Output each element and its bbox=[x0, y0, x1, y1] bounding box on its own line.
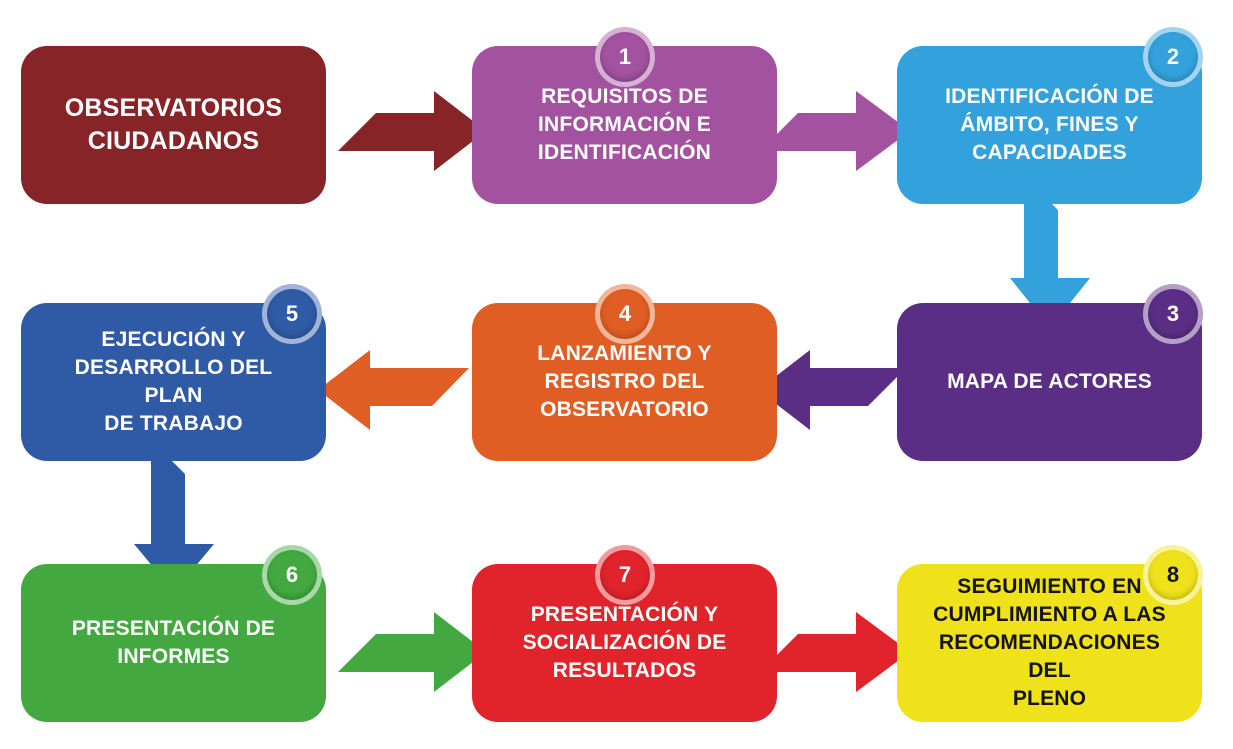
step-4-number: 4 bbox=[618, 301, 632, 326]
step-4-label: LANZAMIENTO Y REGISTRO DEL OBSERVATORIO bbox=[537, 342, 712, 421]
step-4-box: LANZAMIENTO Y REGISTRO DEL OBSERVATORIO bbox=[472, 303, 777, 461]
step-1-number-badge: 1 bbox=[595, 27, 655, 87]
step-7-label: PRESENTACIÓN Y SOCIALIZACIÓN DE RESULTAD… bbox=[522, 603, 727, 682]
step-5-label: EJECUCIÓN Y DESARROLLO DEL PLAN DE TRABA… bbox=[74, 328, 273, 435]
arrow-step-7-to-step-8 bbox=[760, 612, 910, 692]
observatorios-ciudadanos-box: OBSERVATORIOS CIUDADANOS bbox=[21, 46, 326, 204]
step-8-number: 8 bbox=[1166, 562, 1180, 587]
step-5-number-badge: 5 bbox=[262, 284, 322, 344]
step-8-label: SEGUIMIENTO EN CUMPLIMIENTO A LAS RECOME… bbox=[933, 575, 1166, 710]
step-7-number-badge: 7 bbox=[595, 545, 655, 605]
step-7-number: 7 bbox=[618, 562, 632, 587]
step-8-number-badge: 8 bbox=[1143, 545, 1203, 605]
observatorios-ciudadanos-label: OBSERVATORIOS CIUDADANOS bbox=[64, 94, 283, 155]
step-3-label: MAPA DE ACTORES bbox=[947, 370, 1152, 393]
step-2-number: 2 bbox=[1166, 44, 1180, 69]
step-1-number: 1 bbox=[618, 44, 632, 69]
step-2-number-badge: 2 bbox=[1143, 27, 1203, 87]
step-5-number: 5 bbox=[285, 301, 299, 326]
step-4-number-badge: 4 bbox=[595, 284, 655, 344]
step-2-label: IDENTIFICACIÓN DE ÁMBITO, FINES Y CAPACI… bbox=[945, 85, 1154, 164]
arrow-step-3-to-step-4 bbox=[758, 350, 906, 430]
step-6-number-badge: 6 bbox=[262, 545, 322, 605]
arrow-step-6-to-step-7 bbox=[338, 612, 486, 692]
step-1-label: REQUISITOS DE INFORMACIÓN E IDENTIFICACI… bbox=[537, 85, 712, 164]
step-3-number-badge: 3 bbox=[1143, 284, 1203, 344]
arrow-step-1-to-step-2 bbox=[760, 91, 910, 171]
step-6-number: 6 bbox=[285, 562, 299, 587]
arrow-start-to-step-1 bbox=[338, 91, 486, 171]
arrow-step-4-to-step-5 bbox=[318, 350, 469, 430]
step-6-label: PRESENTACIÓN DE INFORMES bbox=[71, 617, 276, 668]
step-3-number: 3 bbox=[1166, 301, 1180, 326]
